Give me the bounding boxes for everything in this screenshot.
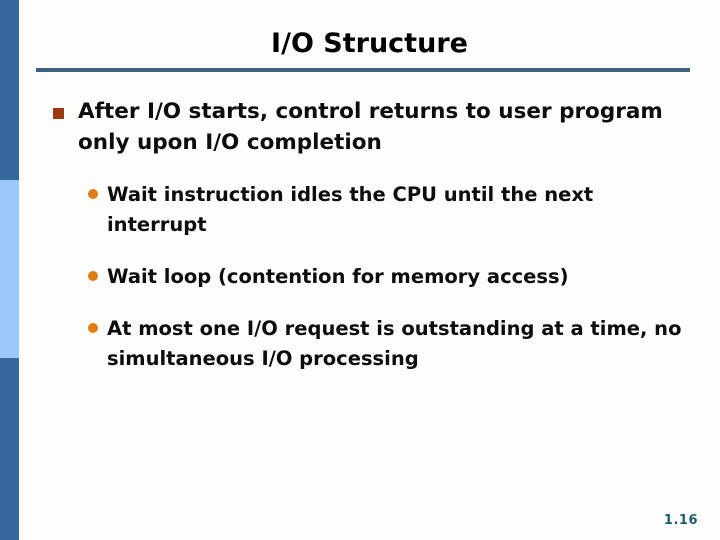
round-bullet-icon xyxy=(88,189,98,199)
bullet-text: After I/O starts, control returns to use… xyxy=(78,99,663,155)
slide-body: After I/O starts, control returns to use… xyxy=(0,96,720,374)
square-bullet-icon xyxy=(53,108,64,119)
slide-title: I/O Structure xyxy=(271,28,468,59)
round-bullet-icon xyxy=(88,271,98,281)
bullet-text: Wait loop (contention for memory access) xyxy=(107,265,569,288)
bullet-item-level2: Wait loop (contention for memory access) xyxy=(0,262,720,292)
title-underline-rule xyxy=(36,68,690,72)
bullet-text: At most one I/O request is outstanding a… xyxy=(107,317,682,370)
bullet-item-level2: Wait instruction idles the CPU until the… xyxy=(0,180,720,240)
bullet-text: Wait instruction idles the CPU until the… xyxy=(107,183,594,236)
round-bullet-icon xyxy=(88,323,98,333)
bullet-item-level1: After I/O starts, control returns to use… xyxy=(0,96,720,158)
left-accent-band-bottom xyxy=(0,358,19,540)
bullet-item-level2: At most one I/O request is outstanding a… xyxy=(0,314,720,374)
left-accent-band-middle xyxy=(0,180,19,358)
left-accent-band-top xyxy=(0,0,19,180)
slide-page-number: 1.16 xyxy=(663,513,698,528)
